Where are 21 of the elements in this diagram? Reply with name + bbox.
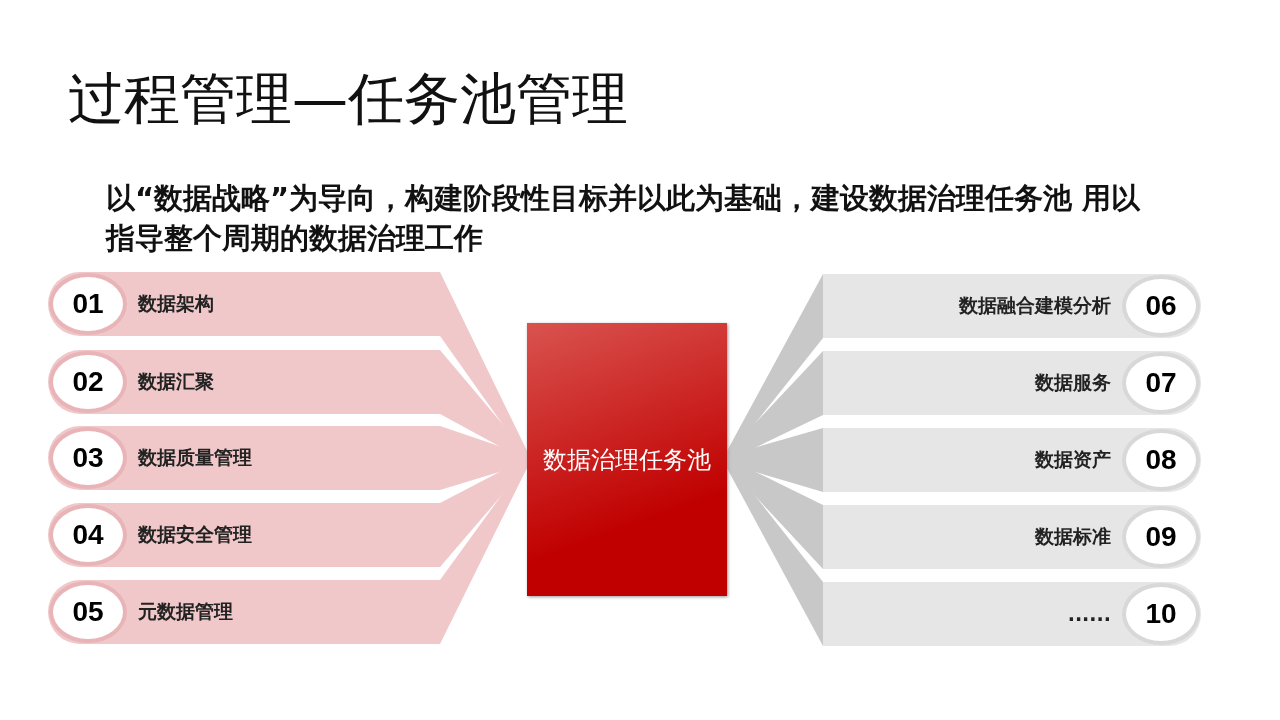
box-label: 数据治理任务池	[543, 444, 711, 476]
slide-title: 过程管理—任务池管理	[68, 65, 628, 133]
connector-band	[440, 426, 527, 490]
item-label: 数据融合建模分析	[959, 293, 1111, 318]
item-label: 数据架构	[138, 291, 214, 316]
item-label: 元数据管理	[138, 599, 233, 624]
item-label: 数据汇聚	[138, 369, 214, 394]
connector-band	[727, 428, 823, 492]
item-band	[823, 274, 1201, 338]
item-label: 数据资产	[1035, 447, 1111, 472]
item-band	[823, 351, 1201, 415]
subtitle-text: 以“数据战略”为导向，构建阶段性目标并以此为基础，建设数据治理任务池 用以指导整个周期的数据治理工作	[106, 180, 1142, 257]
item-band	[823, 428, 1201, 492]
item-band	[823, 505, 1201, 569]
item-band	[823, 582, 1201, 646]
item-label: 数据质量管理	[138, 445, 252, 470]
item-label: 数据服务	[1035, 370, 1111, 395]
task-pool-box	[527, 323, 727, 596]
item-label: ......	[1067, 603, 1111, 625]
item-label: 数据安全管理	[138, 522, 252, 547]
item-label: 数据标准	[1035, 524, 1111, 549]
